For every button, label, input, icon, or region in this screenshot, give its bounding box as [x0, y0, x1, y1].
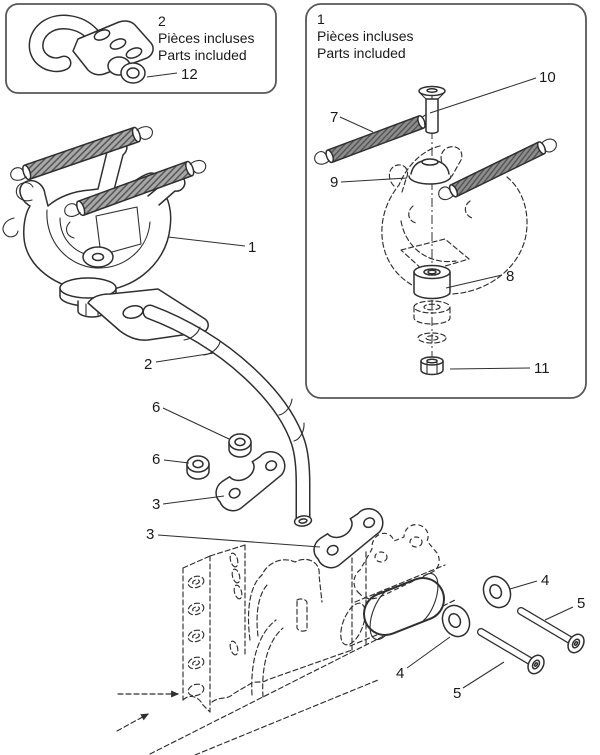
inset-box-2-border	[5, 3, 277, 94]
phantom-frame-bracket	[182, 544, 367, 713]
inset-1-text-fr: Pièces incluses	[317, 28, 414, 44]
extension-spring-upper	[8, 121, 155, 186]
callout-label-5-upper: 5	[577, 595, 585, 612]
inset-2-text-en: Parts included	[158, 47, 247, 63]
leader-line-2	[155, 352, 215, 363]
leader-line-1	[167, 236, 246, 247]
flathead-bolt-10	[418, 85, 446, 134]
pivot-tube-assembly	[340, 524, 446, 647]
leader-line-9	[340, 177, 408, 183]
inset-1-number: 1	[317, 11, 325, 27]
clamp-block-lower	[306, 503, 394, 574]
leader-line-5-upper	[544, 606, 574, 621]
latch-lever-drawing	[28, 14, 154, 84]
callout-label-7: 7	[330, 109, 338, 126]
inset-box-single-part: 2 Pièces incluses Parts included 12	[5, 3, 277, 94]
callout-label-1: 1	[248, 239, 256, 256]
leader-line-11	[449, 367, 531, 370]
washer-upper	[477, 571, 517, 613]
leader-line-3-upper	[162, 495, 225, 505]
button-screw-upper	[228, 433, 252, 458]
callout-label-3-upper: 3	[152, 496, 160, 513]
inset-2-text-fr: Pièces incluses	[158, 30, 255, 46]
leader-line-4-lower	[406, 636, 451, 669]
callout-label-4-upper: 4	[541, 572, 549, 589]
cup-washer-9	[408, 158, 452, 185]
leader-line-4-upper	[509, 580, 538, 590]
callout-label-4-lower: 4	[396, 665, 404, 682]
phantom-spacer	[413, 300, 451, 325]
bushing-8	[413, 264, 451, 300]
phantom-star-washer	[417, 332, 447, 344]
lock-nut-11	[420, 356, 444, 376]
inset-box-1-border	[305, 3, 587, 399]
callout-label-2: 2	[144, 356, 152, 373]
callout-label-6-lower: 6	[152, 451, 160, 468]
callout-label-5-lower: 5	[453, 685, 461, 702]
callout-label-6-upper: 6	[152, 399, 160, 416]
leader-line-8	[445, 274, 503, 289]
leader-line-6-lower	[163, 459, 190, 464]
button-screw-lower	[186, 455, 210, 480]
callout-label-8: 8	[506, 268, 514, 285]
leader-line-5-lower	[462, 661, 505, 689]
clamp-block-upper	[208, 446, 296, 517]
leader-line-7	[339, 116, 374, 133]
callout-label-9: 9	[330, 174, 338, 191]
flathead-bolt-upper	[521, 611, 587, 656]
inset-1-text-en: Parts included	[317, 45, 406, 61]
extension-spring-7-right	[435, 133, 560, 206]
callout-label-10: 10	[539, 69, 556, 86]
seat-spring-cradle-bracket	[2, 136, 186, 292]
leader-line-3-lower	[157, 534, 321, 548]
inset-2-number: 2	[158, 13, 166, 29]
callout-label-3-lower: 3	[146, 526, 154, 543]
phantom-lug-bracket	[353, 524, 440, 600]
leader-line-12	[146, 72, 178, 78]
leader-line-10	[429, 77, 537, 114]
leader-line-6-upper	[162, 407, 230, 440]
bent-pivot-tube	[142, 304, 313, 527]
main-assembly-drawing: 1 2 6 6 3 3 4 5 4 5	[2, 121, 587, 755]
callout-label-12: 12	[181, 66, 198, 83]
callout-label-11: 11	[534, 360, 550, 377]
inset-box-hardware-kit: 1 Pièces incluses Parts included	[305, 3, 587, 399]
